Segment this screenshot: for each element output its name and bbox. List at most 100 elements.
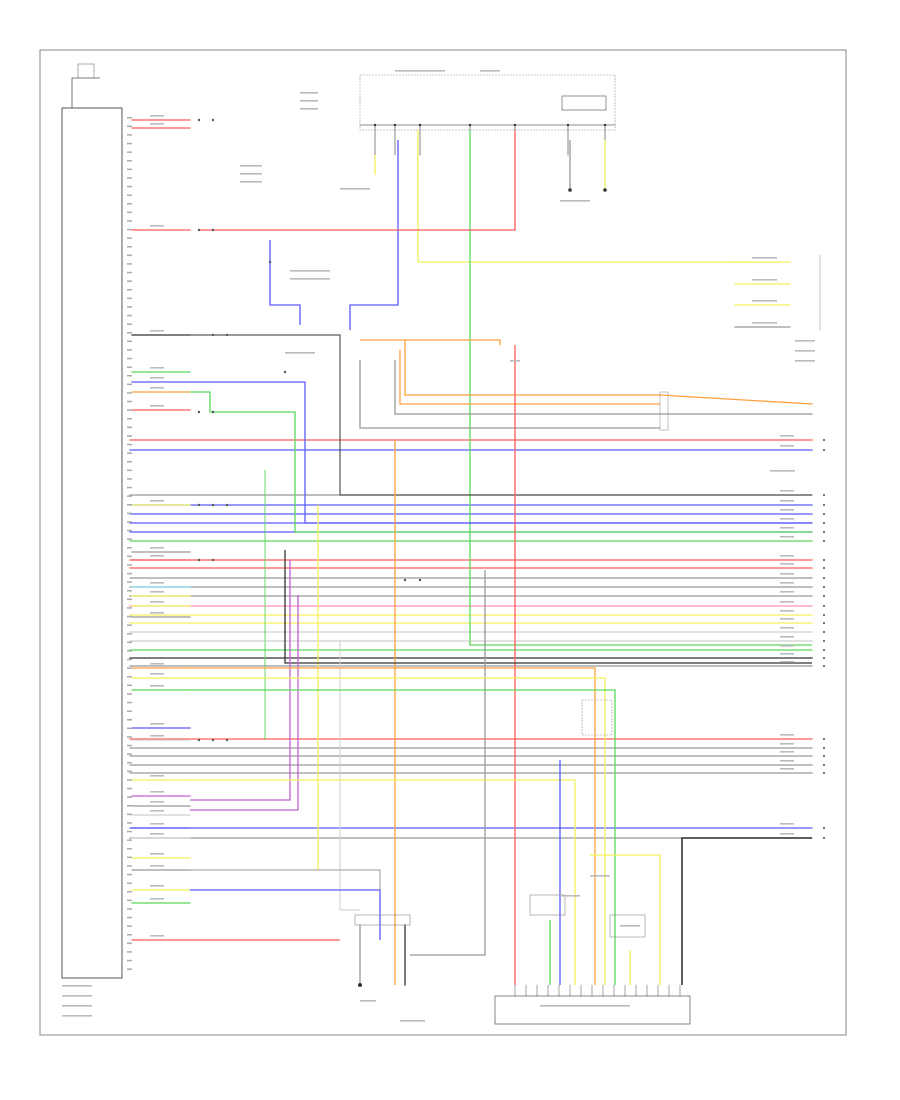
ecm-pin-mark — [127, 968, 132, 970]
terminal-label — [780, 527, 794, 529]
terminal-pin — [822, 737, 826, 741]
wire — [190, 779, 576, 985]
terminal-label — [780, 618, 794, 620]
ecm-pin-mark — [127, 297, 132, 300]
bus-junction — [468, 123, 472, 127]
ecm-pin-mark — [127, 590, 132, 592]
component-label — [795, 340, 815, 342]
header-tag — [480, 70, 500, 72]
ecm-pin-mark — [127, 779, 132, 781]
ecm-pin-mark — [127, 641, 132, 644]
terminal-label — [780, 743, 794, 745]
wire-code — [150, 853, 164, 855]
terminal-label — [780, 445, 794, 447]
ecm-pin-mark — [127, 555, 132, 558]
component-label — [62, 995, 92, 997]
terminal-pin — [822, 539, 826, 543]
splice-point — [197, 410, 201, 414]
sensor-terminal — [358, 983, 362, 987]
terminal-pin — [822, 438, 826, 442]
wire-code — [150, 810, 164, 812]
ecm-pin-mark — [127, 693, 132, 695]
component-group — [61, 63, 826, 1025]
component-label — [240, 165, 262, 167]
ecm-pin-mark — [127, 650, 132, 652]
splice-point — [268, 260, 272, 264]
bus-junction — [603, 123, 607, 127]
wire — [200, 130, 516, 231]
ecm-pin-mark — [127, 151, 132, 153]
wire-code — [150, 612, 164, 614]
ecm-pin-mark — [127, 435, 132, 437]
wire-code — [150, 823, 164, 825]
splice-point — [211, 503, 215, 507]
ecm-pin-mark — [127, 658, 132, 661]
ecm-pin-mark — [127, 564, 132, 566]
ecm-pin-mark — [127, 340, 132, 343]
component-label — [590, 875, 610, 877]
ecm-pin-mark — [127, 736, 132, 738]
terminal-label — [780, 760, 794, 762]
splice-point — [197, 558, 201, 562]
ecm-pin-mark — [127, 349, 132, 351]
ecm-pin-mark — [127, 787, 132, 790]
ecm-pin-mark — [127, 220, 132, 222]
terminal-pin — [822, 763, 826, 767]
terminal-label — [780, 661, 794, 663]
component-label — [285, 352, 315, 354]
ecm-pin-mark — [127, 547, 132, 549]
splice-point — [197, 503, 201, 507]
ecm-pin-mark — [127, 271, 132, 274]
wire-group — [71, 77, 821, 997]
component-label — [620, 925, 640, 927]
wire — [469, 130, 812, 646]
terminal-pin — [822, 621, 826, 625]
terminal-pin — [822, 754, 826, 758]
bottom-module — [494, 995, 691, 1025]
ecm-pin-mark — [127, 280, 132, 282]
ecm-top-tag — [77, 63, 95, 79]
fuse-block-outline — [359, 74, 616, 131]
terminal-label — [780, 751, 794, 753]
terminal-pin — [822, 493, 826, 497]
terminal-pin — [822, 521, 826, 525]
wire — [659, 394, 813, 405]
wire-code — [150, 663, 164, 665]
sensor-box — [609, 914, 646, 938]
ecm-pin-mark — [127, 117, 132, 119]
ecm-pin-mark — [127, 495, 132, 497]
bus-junction — [418, 123, 422, 127]
ground-point — [603, 188, 607, 192]
component-label — [300, 92, 318, 94]
splice-point — [211, 118, 215, 122]
diagram-border — [39, 49, 847, 1036]
ecm-pin-mark — [127, 848, 132, 850]
terminal-pin — [822, 558, 826, 562]
component-label — [795, 350, 815, 352]
ecm-pin-mark — [127, 529, 132, 532]
wire-code — [150, 582, 164, 584]
ecm-pin-mark — [127, 899, 132, 902]
ecm-pin-mark — [127, 177, 132, 179]
wire — [190, 560, 291, 801]
ecm-pin-mark — [127, 744, 132, 747]
splice-point — [211, 410, 215, 414]
splice-point — [211, 333, 215, 337]
header-tag — [395, 70, 445, 72]
splice-point — [211, 558, 215, 562]
wire-code — [150, 555, 164, 557]
terminal-pin — [822, 746, 826, 750]
ecm-pin-mark — [127, 134, 132, 136]
splice-point — [211, 228, 215, 232]
wire-code — [150, 330, 164, 332]
component-label — [240, 173, 262, 175]
ecm-pin-mark — [127, 951, 132, 953]
ecm-pin-mark — [127, 770, 132, 773]
wire — [190, 334, 812, 496]
ecm-pin-mark — [127, 332, 132, 334]
ecm-pin-mark — [127, 805, 132, 807]
ecm-module — [61, 107, 123, 979]
wire-code — [150, 775, 164, 777]
wire-code — [150, 801, 164, 803]
